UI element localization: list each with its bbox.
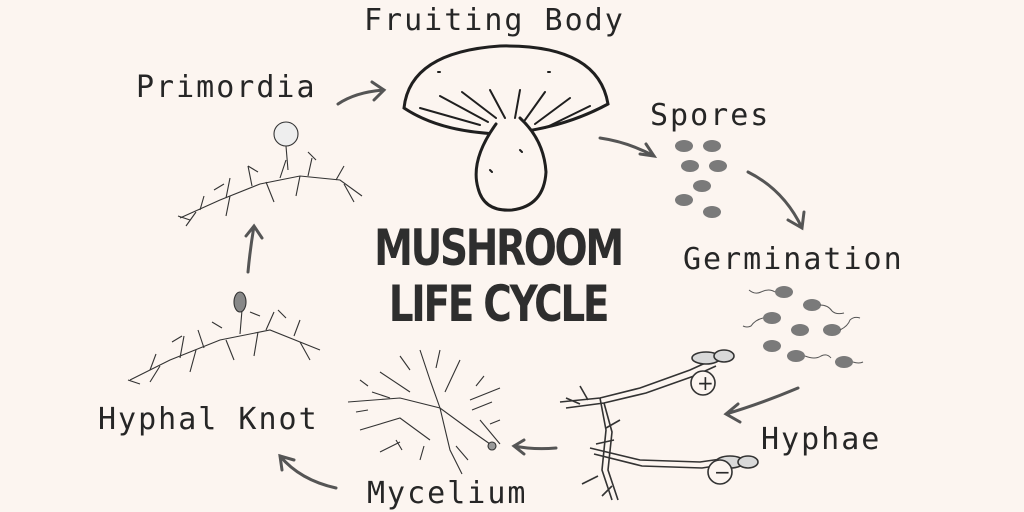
primordia-illustration (177, 121, 363, 227)
mating-type-plus: + (697, 371, 714, 395)
hyphal-knot-illustration (127, 291, 321, 385)
label-fruiting-body: Fruiting Body (364, 3, 625, 38)
label-germination: Germination (683, 242, 904, 277)
arrow-spores-to-germination (746, 170, 806, 231)
title-line-2: LIFE CYCLE (388, 275, 610, 333)
spore-cluster (675, 140, 727, 218)
arrow-germination-to-hyphae (723, 386, 800, 424)
arrow-mycelium-to-hyphal-knot (278, 453, 338, 490)
label-spores: Spores (650, 98, 771, 133)
label-primordia: Primordia (136, 70, 317, 105)
mushroom-illustration (402, 44, 610, 212)
hyphae-illustration (559, 349, 759, 501)
arrow-primordia-to-fruiting (336, 80, 387, 106)
mating-type-minus: − (714, 460, 731, 484)
label-hyphae: Hyphae (761, 422, 882, 457)
diagram-title: MUSHROOM LIFE CYCLE (358, 220, 639, 332)
germinating-spores (742, 286, 864, 368)
arrow-fruiting-to-spores (598, 136, 658, 158)
label-hyphal-knot: Hyphal Knot (98, 402, 319, 437)
title-line-1: MUSHROOM (374, 219, 624, 277)
label-mycelium: Mycelium (367, 476, 528, 511)
mycelium-illustration (347, 349, 501, 475)
arrow-hyphae-to-mycelium (511, 438, 558, 456)
cycle-arrows (244, 80, 806, 490)
arrow-hyphal-knot-to-primordia (244, 223, 264, 274)
